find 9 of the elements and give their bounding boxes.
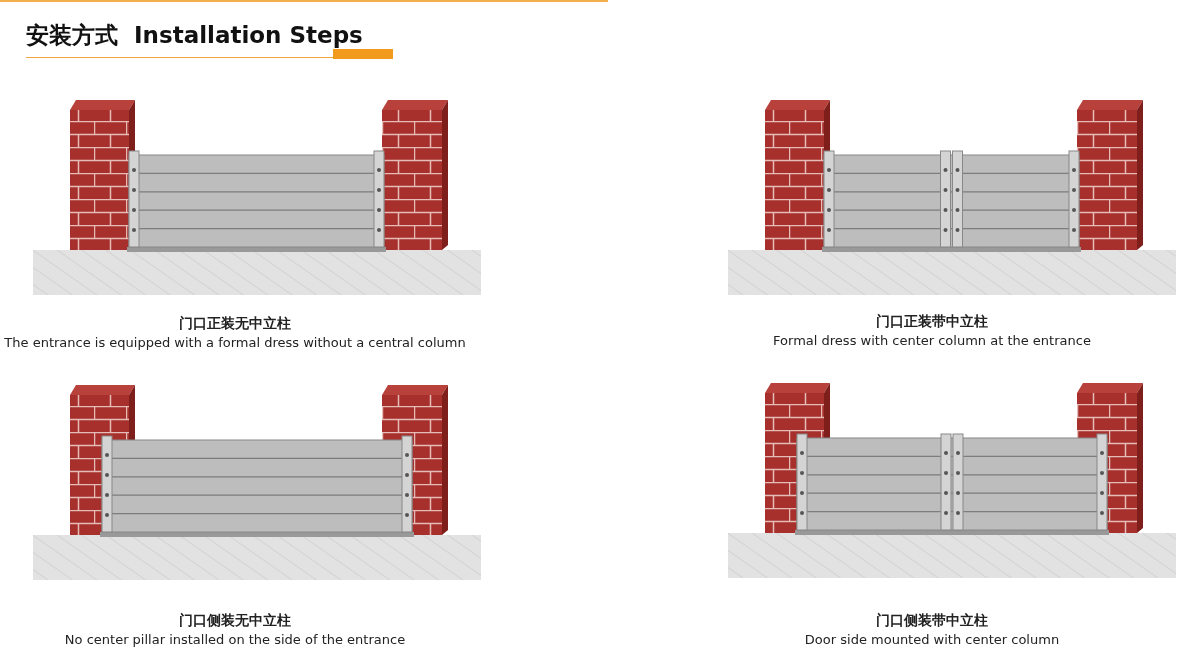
caption-heading: 门口侧装无中立柱 [178, 612, 292, 630]
caption-heading: 门口侧装带中立柱 [875, 612, 989, 630]
caption-text: Door side mounted with center column [803, 632, 1061, 647]
caption-heading: 门口正装带中立柱 [875, 313, 989, 331]
caption-text: Formal dress with center column at the entrance [772, 333, 1092, 348]
caption-text: No center pillar installed on the side of the entrance [63, 632, 407, 647]
caption-heading: 门口正装无中立柱 [178, 315, 292, 333]
caption-text: The entrance is equipped with a formal dress without a central column [3, 335, 467, 350]
page-title: 安装方式 Installation Steps [26, 21, 363, 50]
